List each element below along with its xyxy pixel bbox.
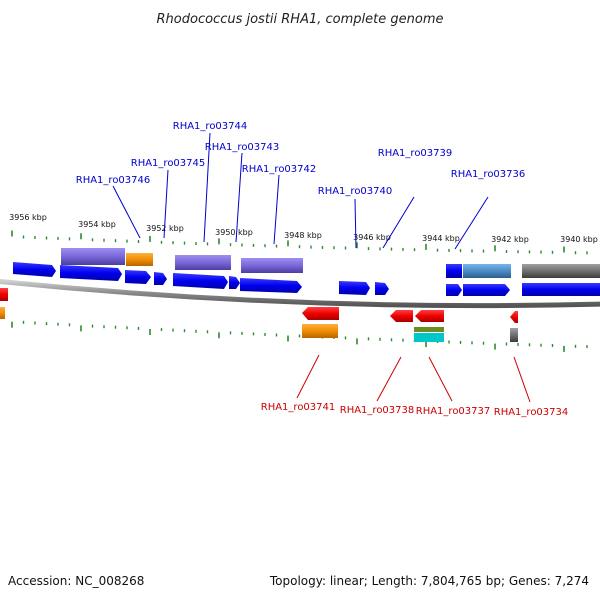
gene-arrow-forward[interactable] <box>522 283 600 296</box>
leader-line <box>428 356 453 402</box>
gene-arrow-forward[interactable] <box>229 276 240 289</box>
gene-arrow-reverse[interactable] <box>415 310 444 322</box>
scale-label: 3950 kbp <box>215 228 253 237</box>
leader-line <box>235 152 243 243</box>
feature-row-upper <box>61 248 600 278</box>
gene-label[interactable]: RHA1_ro03739 <box>378 148 453 159</box>
scale-label: 3944 kbp <box>422 234 460 243</box>
topology-text: Topology: linear; Length: 7,804,765 bp; … <box>269 574 589 588</box>
leader-line <box>376 356 402 402</box>
gene-arrow-forward[interactable] <box>446 284 462 296</box>
scale-label: 3956 kbp <box>9 213 47 222</box>
genome-backbone <box>0 278 600 309</box>
leader-line <box>454 196 489 250</box>
gene-arrow-forward[interactable] <box>154 272 167 285</box>
cds-forward-row <box>13 262 600 296</box>
feature-bar[interactable] <box>446 264 462 278</box>
feature-bar[interactable] <box>241 258 303 273</box>
gene-arrow-reverse[interactable] <box>510 311 518 323</box>
gene-label[interactable]: RHA1_ro03742 <box>242 164 317 175</box>
top-gene-labels: RHA1_ro03744 RHA1_ro03743 RHA1_ro03745 R… <box>76 121 526 197</box>
feature-bar[interactable] <box>414 327 444 332</box>
leader-line <box>513 356 531 403</box>
gene-label[interactable]: RHA1_ro03736 <box>451 169 526 180</box>
bottom-leader-lines <box>296 354 531 403</box>
feature-bar[interactable] <box>175 255 231 270</box>
gene-arrow-forward[interactable] <box>125 270 151 284</box>
leader-line <box>354 198 357 249</box>
leader-line <box>296 354 320 399</box>
gene-arrow-forward[interactable] <box>375 282 389 295</box>
scale-label: 3940 kbp <box>560 235 598 244</box>
scale-ticks-bottom <box>11 320 588 352</box>
scale-label: 3948 kbp <box>284 231 322 240</box>
feature-bar[interactable] <box>61 248 125 265</box>
feature-bar[interactable] <box>302 324 338 338</box>
gene-label[interactable]: RHA1_ro03741 <box>261 402 336 413</box>
gene-label[interactable]: RHA1_ro03746 <box>76 175 151 186</box>
feature-bar[interactable] <box>414 333 444 342</box>
gene-arrow-forward[interactable] <box>240 278 302 293</box>
scale-label: 3942 kbp <box>491 235 529 244</box>
gene-arrow-reverse[interactable] <box>390 310 413 322</box>
gene-arrow-forward[interactable] <box>60 265 122 281</box>
cds-reverse-row <box>302 307 518 323</box>
leader-line <box>163 169 169 239</box>
feature-bar[interactable] <box>522 264 600 278</box>
scale-labels: 3956 kbp 3954 kbp 3952 kbp 3950 kbp 3948… <box>9 213 598 244</box>
gene-label[interactable]: RHA1_ro03744 <box>173 121 248 132</box>
bottom-gene-labels: RHA1_ro03741 RHA1_ro03738 RHA1_ro03737 R… <box>261 402 569 418</box>
gene-arrow-reverse[interactable] <box>302 307 339 320</box>
gene-arrow-forward[interactable] <box>463 284 510 296</box>
gene-label[interactable]: RHA1_ro03743 <box>205 142 280 153</box>
feature-row-lower <box>302 324 518 342</box>
feature-bar[interactable] <box>463 264 511 278</box>
gene-label[interactable]: RHA1_ro03740 <box>318 186 393 197</box>
gene-arrow-forward[interactable] <box>173 273 228 289</box>
gene-label[interactable]: RHA1_ro03745 <box>131 158 206 169</box>
leader-line <box>112 185 141 239</box>
scale-label: 3954 kbp <box>78 220 116 229</box>
feature-bar[interactable] <box>0 288 8 301</box>
scale-label: 3946 kbp <box>353 233 391 242</box>
gene-arrow-forward[interactable] <box>339 281 370 295</box>
gene-label[interactable]: RHA1_ro03734 <box>494 407 569 418</box>
gene-label[interactable]: RHA1_ro03738 <box>340 405 415 416</box>
gene-label[interactable]: RHA1_ro03737 <box>416 406 491 417</box>
map-title: Rhodococcus jostii RHA1, complete genome <box>157 12 444 27</box>
accession-text: Accession: NC_008268 <box>8 574 145 588</box>
feature-bar[interactable] <box>510 328 518 342</box>
feature-bar[interactable] <box>126 253 153 266</box>
gene-arrow-forward[interactable] <box>13 262 56 277</box>
leader-line <box>203 132 211 243</box>
leader-line <box>273 174 280 245</box>
leader-line <box>382 196 415 249</box>
scale-ticks-top <box>11 230 588 255</box>
feature-bar[interactable] <box>0 307 5 319</box>
top-leader-lines <box>112 132 489 250</box>
